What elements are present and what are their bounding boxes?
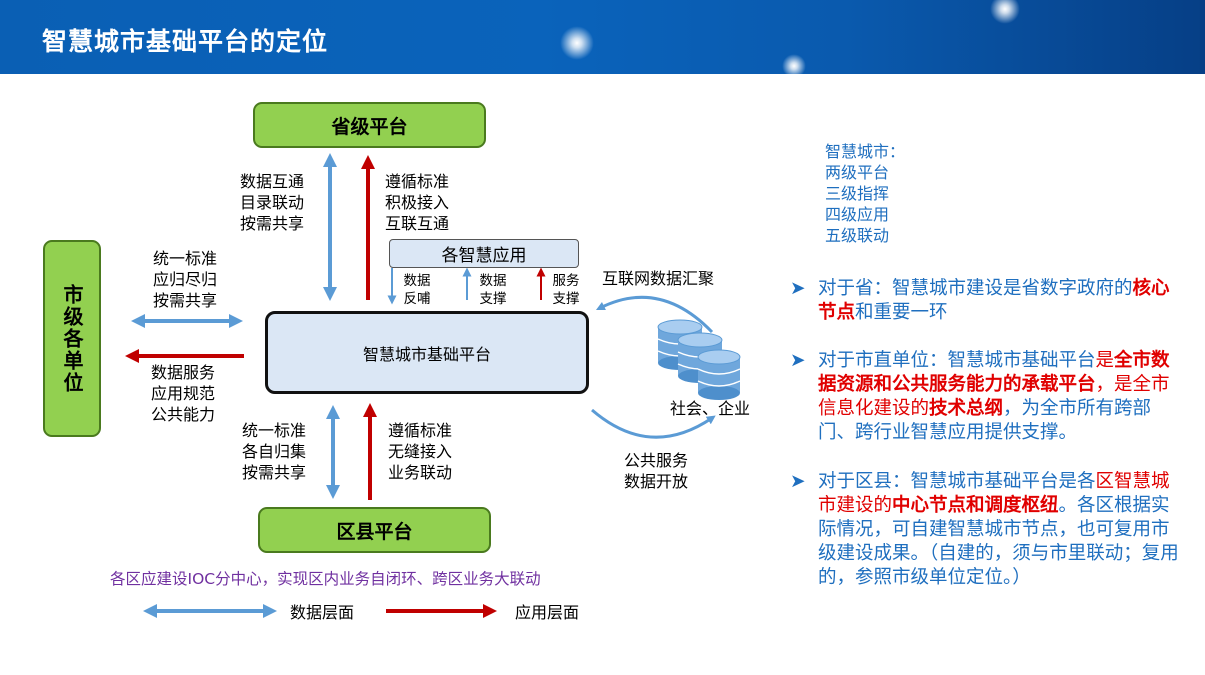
side-note: 智慧城市： 两级平台 三级指挥 四级应用 五级联动 (825, 141, 905, 246)
label-line: 数据 (403, 273, 431, 289)
bullet-highlight: 全市数据资源和公共服务能力的承载平台 (818, 350, 1170, 395)
node-core-platform: 智慧城市基础平台 (265, 311, 589, 394)
side-note-line: 两级平台 (825, 163, 890, 182)
label-internet-data: 互联网数据汇聚 (602, 269, 715, 288)
side-note-line: 四级应用 (825, 205, 890, 224)
label-society: 社会、企业 (670, 399, 751, 418)
arrow-bullet-icon: ➤ (790, 471, 806, 492)
bullet-highlight: 核心节点 (818, 278, 1170, 323)
node-province-platform: 省级平台 (253, 102, 486, 148)
node-district-platform: 区县平台 (258, 507, 491, 553)
label-line: 无缝接入 (388, 442, 453, 461)
label-line: 支撑 (479, 291, 507, 307)
bullet-highlight: 是 (1095, 350, 1115, 371)
bullet-highlight: ， (1095, 374, 1115, 395)
node-province-label: 省级平台 (331, 115, 408, 138)
bullet-text: 。各区根据实际情况，可自建智慧城市节点，也可复用市级建设成果。（自建的，须与市里… (818, 495, 1179, 588)
label-line: 按需共享 (153, 291, 218, 310)
arrow-public-service (591, 408, 716, 439)
label-line: 数据 (479, 273, 507, 289)
node-core-label: 智慧城市基础平台 (362, 344, 491, 364)
node-smart-apps: 各智慧应用 (389, 239, 579, 268)
bullet-highlight: 中心节点和调度枢纽 (892, 495, 1059, 516)
node-city-units: 市级各单位 (43, 240, 101, 437)
legend-app-label: 应用层面 (515, 603, 580, 622)
label-line: 遵循标准 (388, 421, 453, 440)
bullet-district: ➤ 对于区县：智慧城市基础平台是各区智慧城市建设的中心节点和调度枢纽。各区根据实… (790, 470, 1180, 590)
node-city-units-label: 市级各单位 (60, 283, 84, 394)
label-line: 统一标准 (242, 421, 307, 440)
header-bar: 智慧城市基础平台的定位 (0, 0, 1205, 78)
label-line: 反哺 (403, 291, 431, 307)
label-public-service: 公共服务 数据开放 (624, 450, 688, 492)
node-district-label: 区县平台 (336, 520, 413, 543)
bullet-text: ，为全市所有跨部门、跨行业智慧应用提供支撑。 (818, 398, 1152, 443)
label-line: 互联互通 (385, 214, 450, 233)
label-line: 业务联动 (388, 463, 453, 482)
side-note-line: 五级联动 (825, 226, 890, 245)
label-line: 各自归集 (242, 442, 307, 461)
label-line: 应归尽归 (153, 270, 218, 289)
label-line: 目录联动 (240, 193, 305, 212)
label-apps-support: 数据 支撑 (474, 272, 512, 308)
label-line: 应用规范 (151, 384, 216, 403)
bullet-text: 对于省：智慧城市建设是省数字政府的 (818, 278, 1133, 299)
label-line: 按需共享 (240, 214, 305, 233)
label-apps-feedback: 数据 反哺 (398, 272, 436, 308)
legend-data-label: 数据层面 (290, 603, 355, 622)
bullet-highlight: 区智慧城市建设的 (818, 471, 1170, 516)
bullet-province: ➤ 对于省：智慧城市建设是省数字政府的核心节点和重要一环 (790, 277, 1180, 325)
label-apps-service: 服务 支撑 (547, 272, 585, 308)
label-bottom-right: 遵循标准 无缝接入 业务联动 (388, 420, 468, 483)
arrow-bullet-icon: ➤ (790, 350, 806, 371)
bullet-text: 对于市直单位：智慧城市基础平台 (818, 350, 1096, 371)
label-bottom-left: 统一标准 各自归集 按需共享 (242, 420, 322, 483)
label-line: 按需共享 (242, 463, 307, 482)
label-line: 数据服务 (151, 363, 216, 382)
label-top-right: 遵循标准 积极接入 互联互通 (385, 171, 465, 234)
arrow-bullet-icon: ➤ (790, 278, 806, 299)
bullet-text: 和重要一环 (855, 302, 948, 323)
label-line: 公共服务 (624, 451, 689, 470)
bullet-highlight: 技术总纲 (929, 398, 1004, 419)
label-line: 数据互通 (240, 172, 305, 191)
label-line: 支撑 (552, 291, 580, 307)
star-decoration (990, 0, 1020, 24)
label-line: 遵循标准 (385, 172, 450, 191)
label-line: 数据开放 (624, 472, 689, 491)
arrow-internet-data (595, 295, 714, 334)
node-smart-apps-label: 各智慧应用 (441, 246, 527, 266)
label-left-lower: 数据服务 应用规范 公共能力 (151, 362, 231, 425)
label-line: 服务 (552, 273, 580, 289)
label-left-upper: 统一标准 应归尽归 按需共享 (153, 248, 233, 311)
database-icon (657, 319, 741, 400)
side-note-title: 智慧城市： (825, 142, 906, 161)
label-line: 公共能力 (151, 405, 216, 424)
bullet-highlight: 是全市信息化建设的 (818, 374, 1170, 419)
label-top-left: 数据互通 目录联动 按需共享 (240, 171, 320, 234)
star-decoration (782, 54, 806, 78)
bullet-text: 对于区县：智慧城市基础平台是各 (818, 471, 1096, 492)
label-line: 积极接入 (385, 193, 450, 212)
label-line: 统一标准 (153, 249, 218, 268)
page-title: 智慧城市基础平台的定位 (42, 27, 329, 56)
ioc-note: 各区应建设IOC分中心，实现区内业务自闭环、跨区业务大联动 (110, 570, 541, 588)
side-note-line: 三级指挥 (825, 184, 890, 203)
star-decoration (560, 26, 594, 60)
bullet-city: ➤ 对于市直单位：智慧城市基础平台是全市数据资源和公共服务能力的承载平台，是全市… (790, 349, 1180, 445)
